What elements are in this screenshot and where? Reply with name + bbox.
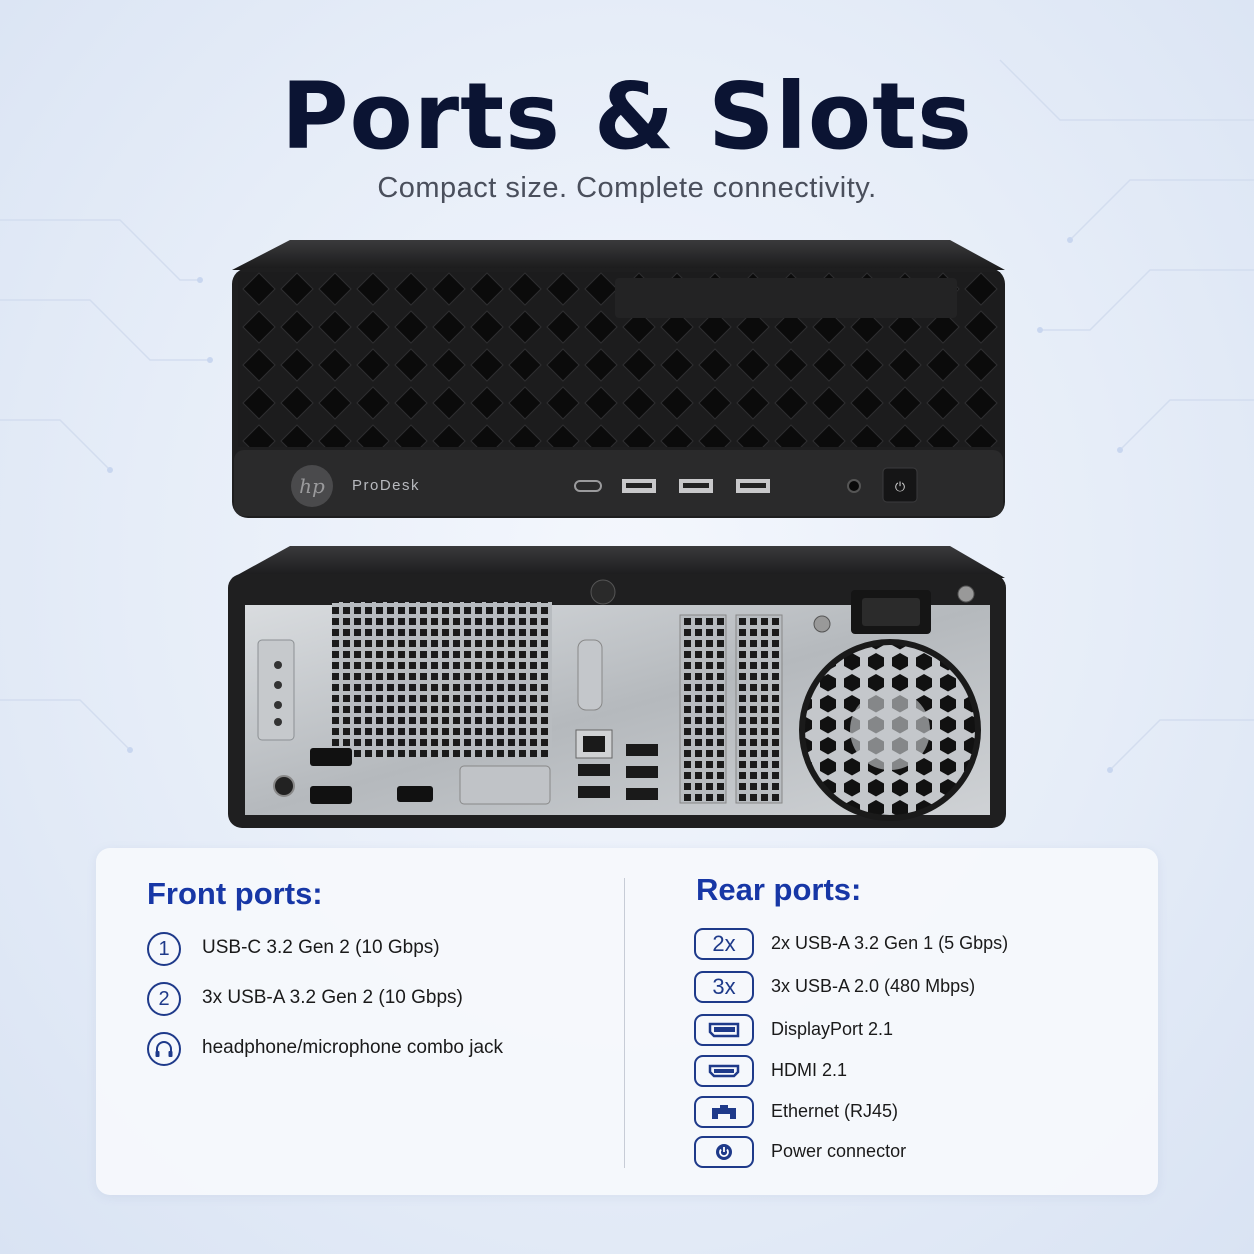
page-title: Ports & Slots	[281, 63, 973, 170]
front-audio-jack	[847, 479, 861, 493]
ports-info-card	[96, 848, 1158, 1195]
rear-usb-port	[626, 744, 658, 756]
page-subtitle: Compact size. Complete connectivity.	[377, 172, 877, 204]
number-badge: 1	[147, 932, 181, 966]
ethernet-icon	[694, 1096, 754, 1128]
front-port-label: USB-C 3.2 Gen 2 (10 Gbps)	[202, 937, 440, 958]
front-port-label: headphone/microphone combo jack	[202, 1037, 504, 1058]
rear-usb-port	[626, 788, 658, 800]
rear-port-label: DisplayPort 2.1	[771, 1019, 894, 1039]
rear-audio-jack	[273, 775, 295, 797]
rear-hdmi-port	[397, 786, 433, 802]
rear-vent-grid	[332, 602, 552, 757]
rear-usb-port	[578, 764, 610, 776]
rear-port-label: 2x USB-A 3.2 Gen 1 (5 Gbps)	[771, 933, 1009, 953]
displayport-icon	[694, 1014, 754, 1046]
rear-port-label: Ethernet (RJ45)	[771, 1101, 899, 1121]
rear-port-label: HDMI 2.1	[771, 1060, 848, 1080]
rear-ports-heading: Rear ports:	[696, 872, 862, 907]
expansion-slot	[679, 614, 727, 804]
brand-label: ProDesk	[352, 477, 421, 494]
svg-text:hp: hp	[299, 474, 325, 498]
headphone-icon	[147, 1032, 181, 1066]
rear-ethernet-port	[575, 729, 613, 759]
svg-text:⏻: ⏻	[895, 480, 905, 495]
rear-displayport	[310, 786, 352, 804]
expansion-slot	[735, 614, 783, 804]
card-divider	[624, 878, 625, 1168]
front-ports-heading: Front ports:	[147, 876, 323, 911]
count-badge: 3x	[694, 971, 754, 1003]
front-usb-c-port	[574, 480, 602, 492]
rear-usb-port	[578, 786, 610, 798]
front-power-button	[882, 467, 918, 503]
number-badge: 2	[147, 982, 181, 1016]
count-badge: 2x	[694, 928, 754, 960]
power-icon	[694, 1136, 754, 1168]
hdmi-icon	[694, 1055, 754, 1087]
hp-logo	[291, 465, 333, 507]
front-port-label: 3x USB-A 3.2 Gen 2 (10 Gbps)	[202, 987, 463, 1008]
rear-displayport	[310, 748, 352, 766]
rear-port-label: Power connector	[771, 1141, 907, 1161]
rear-usb-port	[626, 766, 658, 778]
rear-port-label: 3x USB-A 2.0 (480 Mbps)	[771, 976, 976, 996]
